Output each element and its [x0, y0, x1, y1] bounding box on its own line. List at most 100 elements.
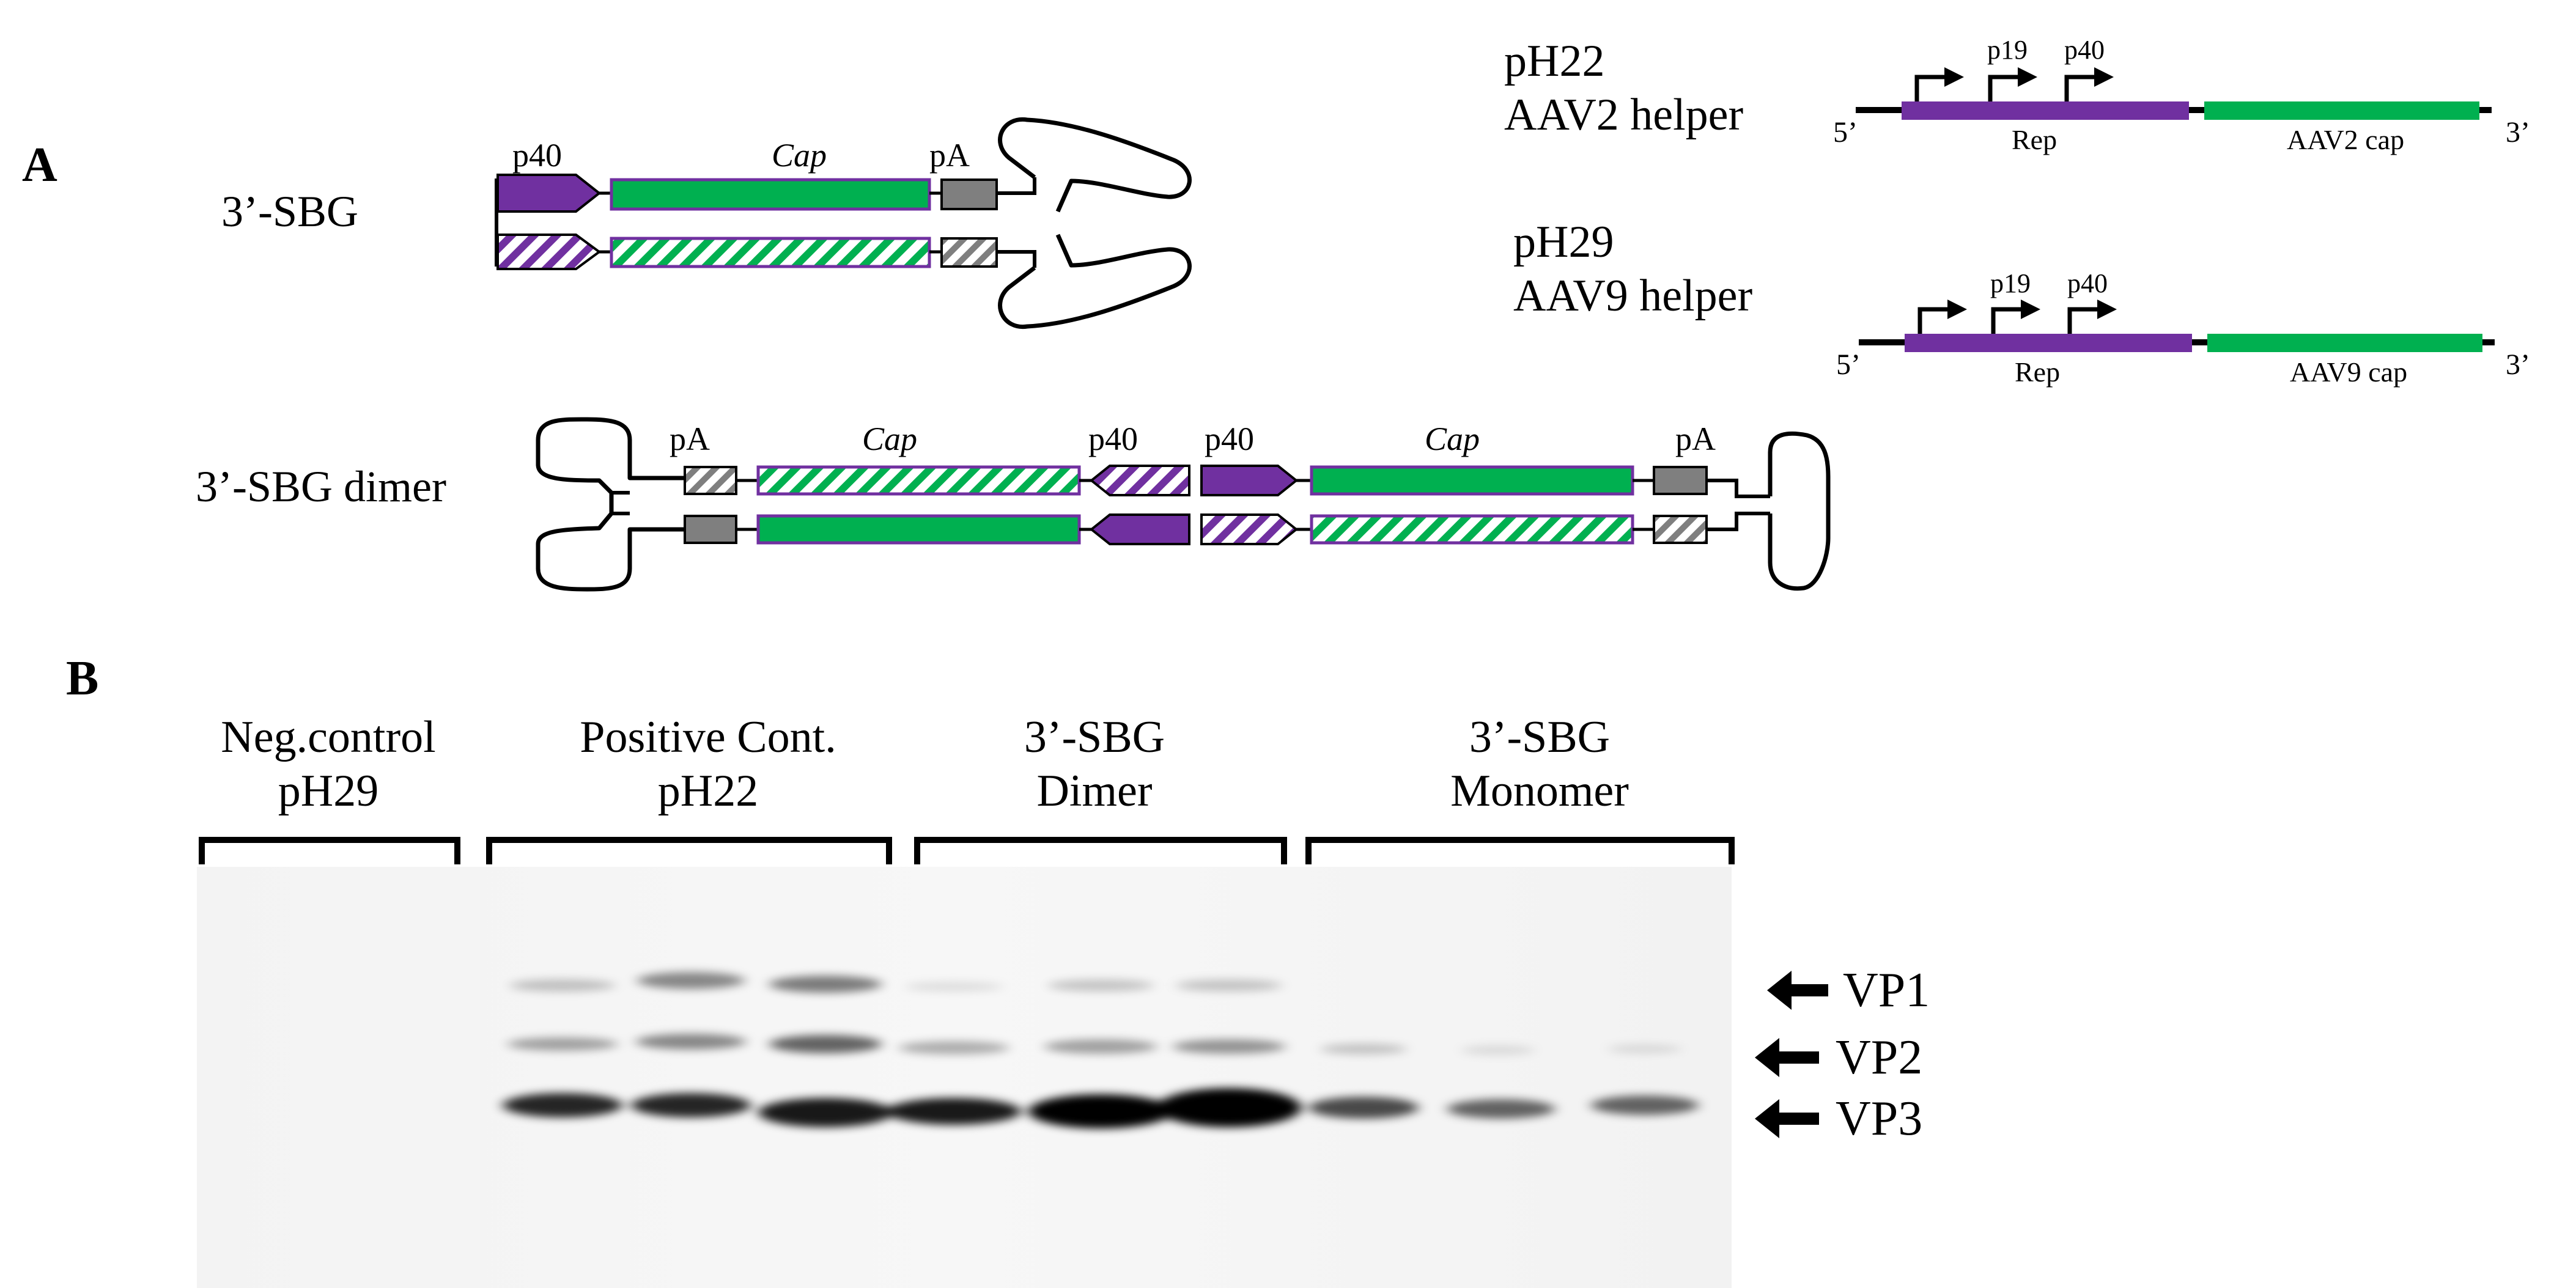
- sbg-cap-top: [610, 178, 931, 211]
- dimer-bottom-polya: [684, 515, 737, 544]
- vp2-label: VP2: [1836, 1031, 1922, 1084]
- lane-group-monomer: 3’-SBG Monomer: [1305, 712, 1735, 864]
- dimer-right-polya-label: pA: [1675, 421, 1716, 457]
- ph29-p40-arrow-icon: [2067, 307, 2100, 334]
- lane-group-neg-bracket: [199, 837, 460, 864]
- dimer-hairpin-right: [1707, 479, 1770, 531]
- ph29-3prime: 3’: [2506, 348, 2530, 381]
- band-vp3: [1028, 1094, 1173, 1128]
- sbg-promoter-arrow-top: [496, 174, 602, 213]
- band-vp2: [1608, 1044, 1681, 1054]
- lane-group-neg: Neg.control pH29: [199, 712, 460, 864]
- band-vp2: [1461, 1045, 1535, 1055]
- band-vp2: [769, 1035, 882, 1053]
- band-vp1: [1048, 979, 1153, 992]
- sbg-hairpin-top: [998, 117, 1192, 213]
- ph29-p19-label: p19: [1990, 268, 2031, 298]
- vp3-arrow-icon: [1755, 1099, 1819, 1138]
- band-vp2: [636, 1034, 746, 1050]
- band-vp1: [1176, 979, 1282, 992]
- ph22-p5-arrow-icon: [1914, 75, 1947, 101]
- construct-sbg: 3’-SBG p40 Cap pA: [221, 117, 1192, 329]
- dimer-bottom-promoter-left: [1089, 513, 1190, 545]
- band-vp3: [1447, 1099, 1555, 1119]
- dimer-right-gene-label: Cap: [1425, 421, 1480, 457]
- dimer-top-promoter-left: [1089, 465, 1190, 496]
- lane-group-dimer: 3’-SBG Dimer: [914, 712, 1287, 864]
- sbg-hairpin-bottom: [998, 234, 1192, 329]
- sbg-polya-label: pA: [929, 137, 970, 174]
- band-vp3: [758, 1098, 893, 1127]
- lane-group-monomer-bracket: [1305, 837, 1735, 864]
- lane-group-neg-line1: Neg.control: [221, 712, 435, 762]
- vp1-arrow-icon: [1767, 971, 1828, 1010]
- western-blot: [197, 867, 1732, 1288]
- lane-group-monomer-line2: Monomer: [1450, 766, 1629, 816]
- vp2-arrow-icon: [1755, 1038, 1819, 1077]
- band-vp3: [503, 1093, 622, 1117]
- lane-group-dimer-line2: Dimer: [1036, 766, 1152, 816]
- dimer-top-polya: [684, 466, 737, 495]
- dimer-bottom-promoter-right: [1200, 513, 1299, 545]
- helper-ph22: pH22 AAV2 helper 5’ 3’ Rep AAV2 cap p19 …: [1504, 35, 2530, 155]
- sbg-cap-bottom: [610, 237, 931, 268]
- ph29-name: pH29: [1513, 217, 1614, 267]
- band-marker-vp3: VP3: [1755, 1092, 1922, 1146]
- dimer-bottom-cap-left: [756, 514, 1081, 545]
- dimer-left-polya-label: pA: [670, 421, 710, 457]
- band-vp2: [1173, 1039, 1285, 1054]
- sbg-promoter-arrow-bottom: [496, 234, 602, 270]
- ph22-3prime: 3’: [2506, 116, 2530, 149]
- dimer-right-promoter-label: p40: [1205, 421, 1254, 457]
- band-vp1: [510, 979, 615, 992]
- blot-membrane: [197, 867, 1732, 1288]
- ph29-rep-label: Rep: [2015, 356, 2060, 388]
- ph22-5prime: 5’: [1833, 116, 1858, 149]
- construct-sbg-title: 3’-SBG: [221, 187, 358, 236]
- band-vp2: [899, 1041, 1009, 1054]
- sbg-polya-top: [940, 178, 998, 210]
- ph22-cap-block: [2204, 101, 2479, 120]
- lane-group-monomer-line1: 3’-SBG: [1469, 712, 1610, 762]
- ph29-cap-block: [2207, 334, 2482, 352]
- band-vp3: [1591, 1095, 1699, 1115]
- ph22-p40-label: p40: [2064, 35, 2105, 65]
- sbg-polya-bottom: [940, 237, 998, 268]
- band-vp2: [1321, 1043, 1406, 1054]
- ph22-name: pH22: [1504, 36, 1604, 86]
- band-vp3: [887, 1098, 1021, 1125]
- band-vp1: [769, 976, 882, 993]
- ph22-rep-block: [1902, 101, 2189, 120]
- band-vp1: [637, 972, 745, 989]
- dimer-bottom-polya-right: [1653, 515, 1708, 544]
- lane-group-pos-line1: Positive Cont.: [580, 712, 836, 762]
- ph29-p19-arrow-icon: [1991, 307, 2024, 334]
- lane-group-pos-bracket: [486, 837, 892, 864]
- ph29-5prime: 5’: [1836, 348, 1861, 381]
- construct-dimer-title: 3’-SBG dimer: [196, 462, 446, 511]
- dimer-top-promoter-right: [1200, 465, 1299, 496]
- ph29-rep-block: [1905, 334, 2192, 352]
- ph22-p40-arrow-icon: [2064, 75, 2097, 101]
- band-vp1: [905, 982, 1003, 992]
- band-marker-vp1: VP1: [1767, 963, 1930, 1017]
- ph29-subtitle: AAV9 helper: [1513, 271, 1752, 321]
- ph22-subtitle: AAV2 helper: [1504, 90, 1743, 140]
- lane-group-pos-line2: pH22: [658, 766, 758, 816]
- dimer-left-gene-label: Cap: [862, 421, 917, 457]
- helper-ph29: pH29 AAV9 helper 5’ 3’ Rep AAV9 cap p19 …: [1513, 217, 2530, 388]
- ph22-p19-arrow-icon: [1988, 75, 2021, 101]
- vp3-label: VP3: [1836, 1092, 1922, 1146]
- vp1-label: VP1: [1843, 963, 1930, 1017]
- dimer-top-cap-right: [1310, 465, 1634, 496]
- dimer-hairpin-left: [536, 417, 685, 592]
- construct-dimer: 3’-SBG dimer pA Cap p40 p40 Cap pA: [196, 417, 1831, 592]
- band-marker-vp2: VP2: [1755, 1031, 1922, 1084]
- panel-b-label: B: [66, 652, 98, 705]
- blot-bands: [503, 972, 1699, 1128]
- ph29-p5-arrow-icon: [1917, 307, 1950, 334]
- sbg-gene-label: Cap: [772, 137, 827, 174]
- ph29-p40-label: p40: [2067, 268, 2108, 298]
- band-vp2: [507, 1037, 618, 1051]
- band-vp2: [1044, 1039, 1157, 1054]
